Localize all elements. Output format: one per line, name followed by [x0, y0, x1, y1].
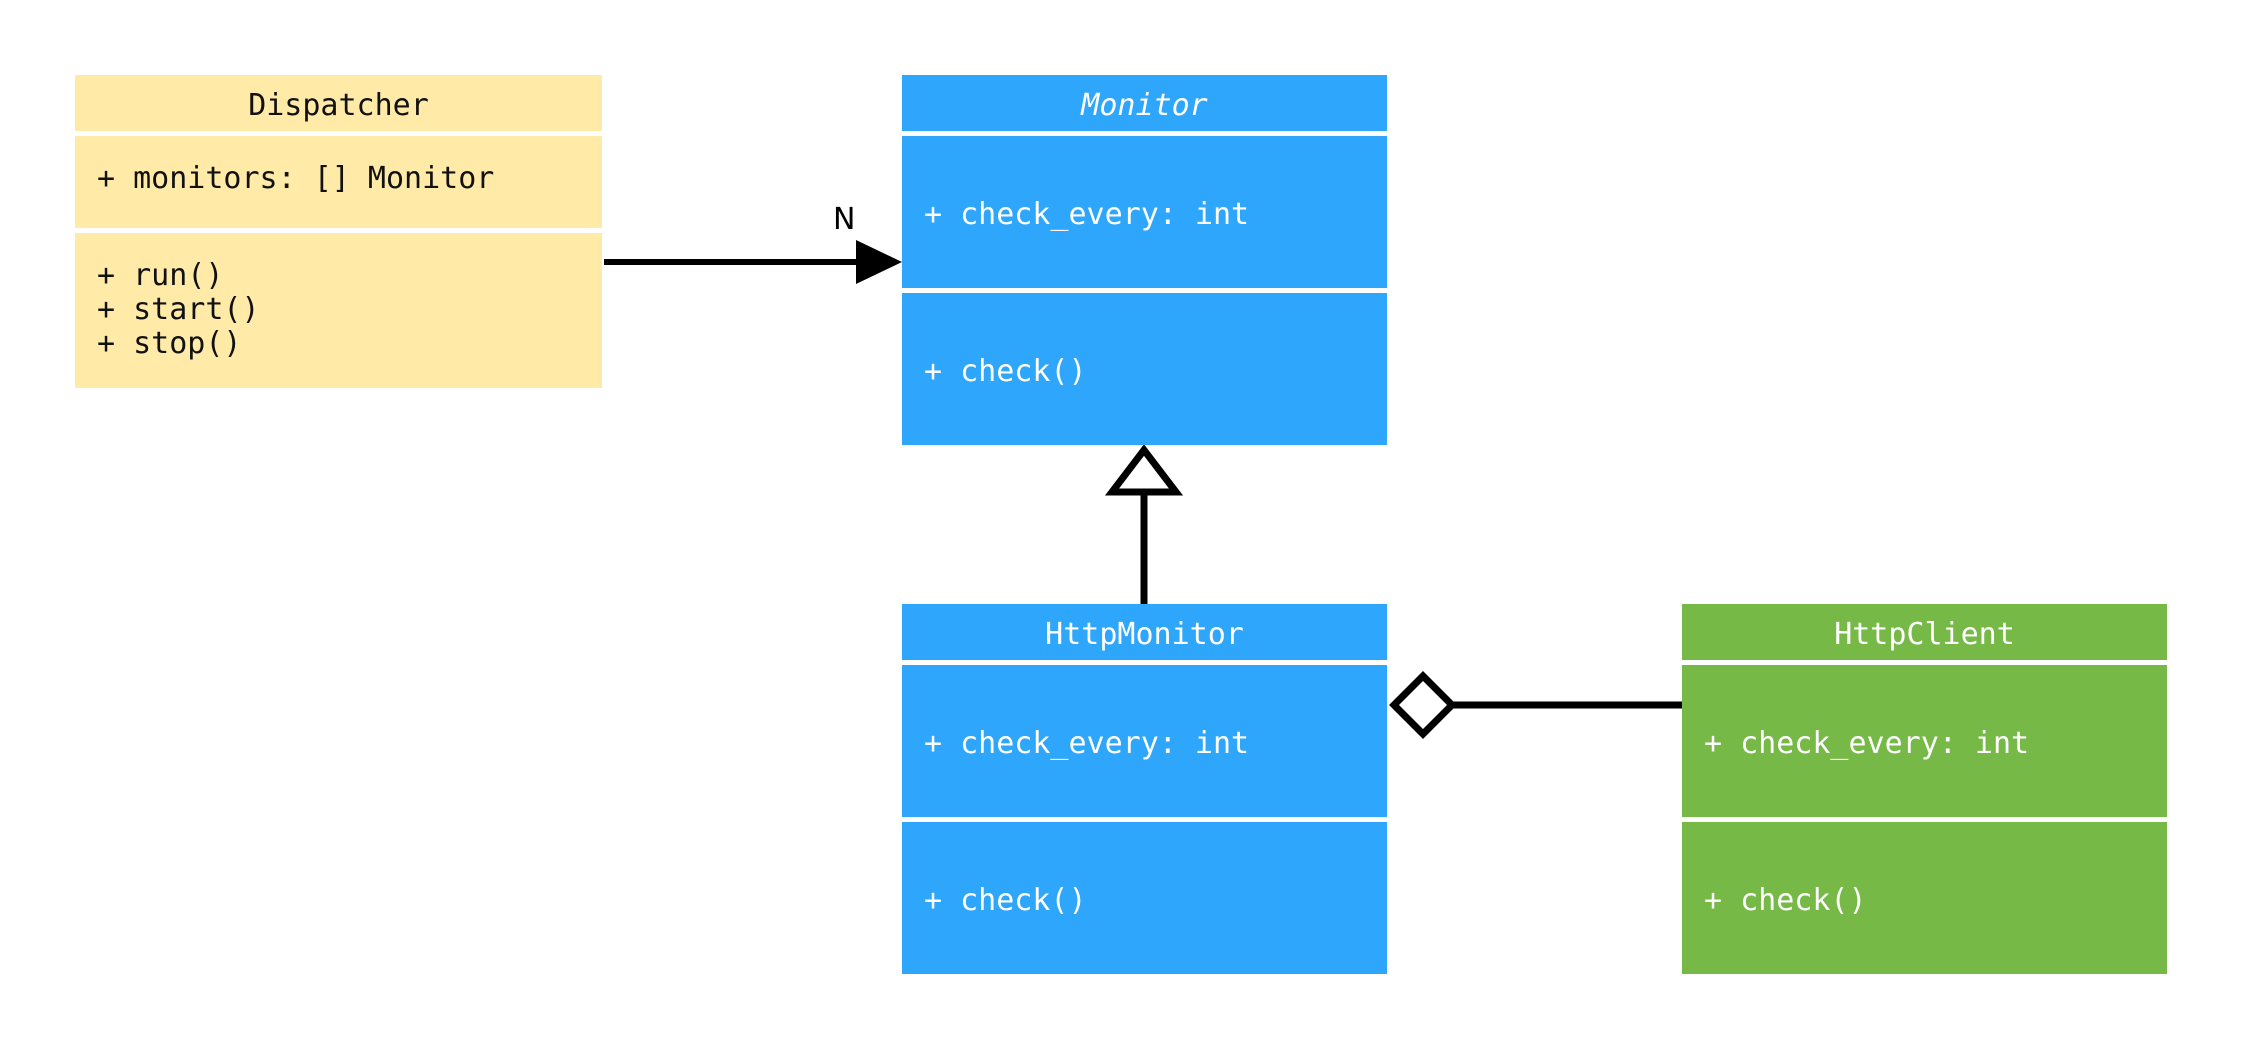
operation-line: + stop() — [97, 326, 242, 361]
class-box-httpclient[interactable]: HttpClient + check_every: int + check() — [1682, 604, 2167, 974]
class-box-monitor[interactable]: Monitor + check_every: int + check() — [902, 75, 1387, 445]
attribute-line: + monitors: [] Monitor — [97, 161, 495, 196]
attribute-line: + check_every: int — [924, 197, 1250, 232]
class-operations-httpclient: + check() — [1682, 822, 2167, 974]
class-title-httpmonitor: HttpMonitor — [902, 604, 1387, 660]
class-title-httpclient: HttpClient — [1682, 604, 2167, 660]
class-title-monitor: Monitor — [902, 75, 1387, 131]
operation-line: + run() — [97, 258, 224, 293]
class-operations-httpmonitor: + check() — [902, 822, 1387, 974]
operation-line: + check() — [924, 354, 1087, 389]
hollow-triangle-icon — [1104, 444, 1184, 496]
attribute-line: + check_every: int — [924, 726, 1250, 761]
edge-dispatcher-to-monitor — [604, 240, 902, 284]
class-attributes-dispatcher: + monitors: [] Monitor — [75, 136, 602, 228]
class-attributes-httpclient: + check_every: int — [1682, 665, 2167, 817]
filled-arrowhead-icon — [856, 240, 902, 284]
attribute-line: + check_every: int — [1704, 726, 2030, 761]
class-attributes-monitor: + check_every: int — [902, 136, 1387, 288]
class-attributes-httpmonitor: + check_every: int — [902, 665, 1387, 817]
class-operations-dispatcher: + run() + start() + stop() — [75, 233, 602, 388]
edge-httpmonitor-to-monitor — [1104, 444, 1184, 604]
association-multiplicity-label: N — [833, 202, 856, 237]
operation-line: + check() — [1704, 883, 1867, 918]
class-operations-monitor: + check() — [902, 293, 1387, 445]
class-box-dispatcher[interactable]: Dispatcher + monitors: [] Monitor + run(… — [75, 75, 602, 388]
edge-httpmonitor-to-httpclient — [1389, 671, 1682, 739]
hollow-diamond-icon — [1389, 671, 1457, 739]
operation-line: + start() — [97, 292, 260, 327]
class-box-httpmonitor[interactable]: HttpMonitor + check_every: int + check() — [902, 604, 1387, 974]
operation-line: + check() — [924, 883, 1087, 918]
class-title-dispatcher: Dispatcher — [75, 75, 602, 131]
